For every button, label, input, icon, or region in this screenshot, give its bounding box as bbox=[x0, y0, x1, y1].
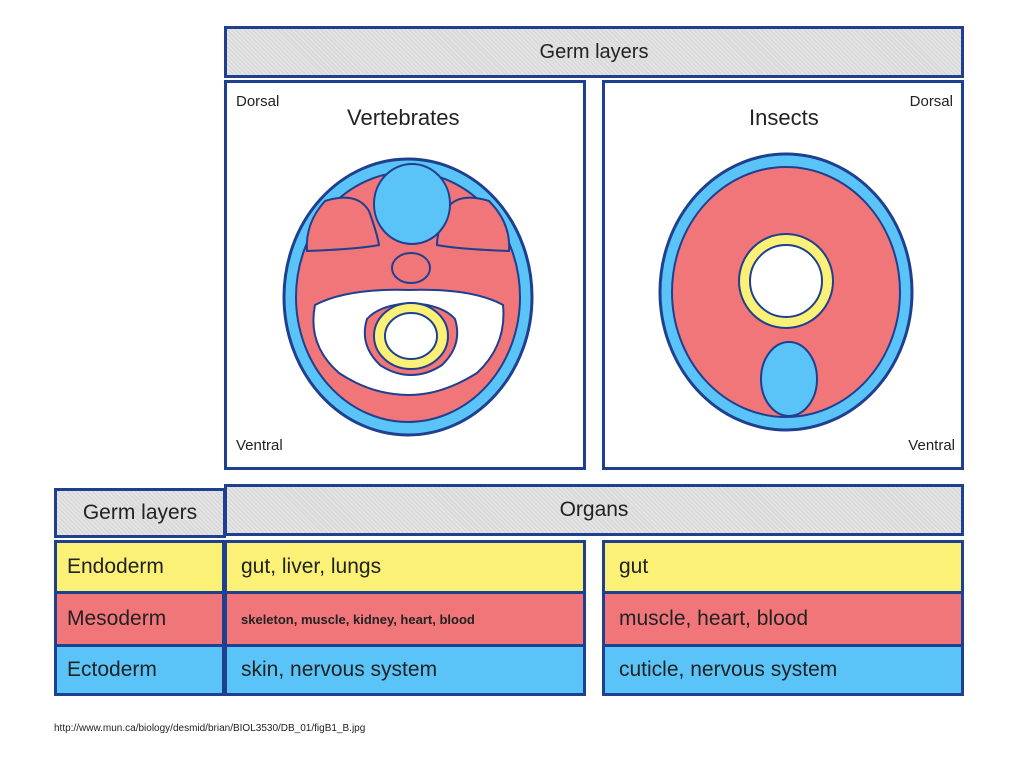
row-ectoderm-layer: Ectoderm bbox=[57, 647, 222, 693]
vertebrates-dorsal-label: Dorsal bbox=[236, 93, 280, 110]
row-endoderm-vertebrates-text: gut, liver, lungs bbox=[241, 555, 382, 578]
vertebrate-left-somite bbox=[305, 196, 381, 253]
row-endoderm-vertebrates: gut, liver, lungs bbox=[227, 543, 583, 591]
source-url: http://www.mun.ca/biology/desmid/brian/B… bbox=[54, 723, 366, 734]
table-col2-header-label: Organs bbox=[559, 498, 629, 521]
row-mesoderm-insects-text: muscle, heart, blood bbox=[619, 607, 809, 630]
row-mesoderm-vertebrates-text: skeleton, muscle, kidney, heart, blood bbox=[241, 611, 475, 627]
insects-ventral-label: Ventral bbox=[908, 437, 955, 454]
row-mesoderm-layer-label: Mesoderm bbox=[67, 607, 167, 630]
vertebrate-cross-section-diagram bbox=[282, 157, 534, 437]
germ-layers-header: Germ layers bbox=[224, 26, 964, 78]
vertebrate-neural-tube bbox=[373, 163, 451, 245]
row-mesoderm-insects: muscle, heart, blood bbox=[605, 594, 961, 644]
row-endoderm-layer-label: Endoderm bbox=[67, 555, 164, 578]
insects-panel: Insects Dorsal Ventral bbox=[602, 80, 964, 470]
insects-title: Insects bbox=[749, 105, 819, 130]
row-ectoderm-layer-label: Ectoderm bbox=[67, 658, 157, 681]
table-col1-header: Germ layers bbox=[54, 488, 226, 538]
table-col2-header: Organs bbox=[224, 484, 964, 536]
vertebrate-gut-lumen bbox=[384, 312, 438, 360]
row-endoderm-insects: gut bbox=[605, 543, 961, 591]
row-endoderm-insects-text: gut bbox=[619, 555, 649, 578]
table-col1-header-label: Germ layers bbox=[82, 501, 198, 524]
row-ectoderm-insects: cuticle, nervous system bbox=[605, 647, 961, 693]
insect-nerve-cord bbox=[760, 341, 818, 417]
germ-layers-header-label: Germ layers bbox=[539, 40, 649, 63]
vertebrates-ventral-label: Ventral bbox=[236, 437, 283, 454]
insect-gut-lumen bbox=[749, 244, 823, 318]
vertebrates-title: Vertebrates bbox=[347, 105, 460, 130]
insects-dorsal-label: Dorsal bbox=[909, 93, 953, 110]
vertebrates-panel: Dorsal Vertebrates Ventral bbox=[224, 80, 586, 470]
row-ectoderm-vertebrates-text: skin, nervous system bbox=[241, 658, 438, 681]
vertebrate-notochord bbox=[391, 252, 431, 284]
insect-cross-section-diagram bbox=[658, 152, 914, 432]
row-endoderm-layer: Endoderm bbox=[57, 543, 222, 591]
row-ectoderm-insects-text: cuticle, nervous system bbox=[619, 658, 838, 681]
vertebrate-right-somite bbox=[435, 196, 511, 253]
row-mesoderm-vertebrates: skeleton, muscle, kidney, heart, blood bbox=[227, 594, 583, 644]
row-mesoderm-layer: Mesoderm bbox=[57, 594, 222, 644]
row-ectoderm-vertebrates: skin, nervous system bbox=[227, 647, 583, 693]
